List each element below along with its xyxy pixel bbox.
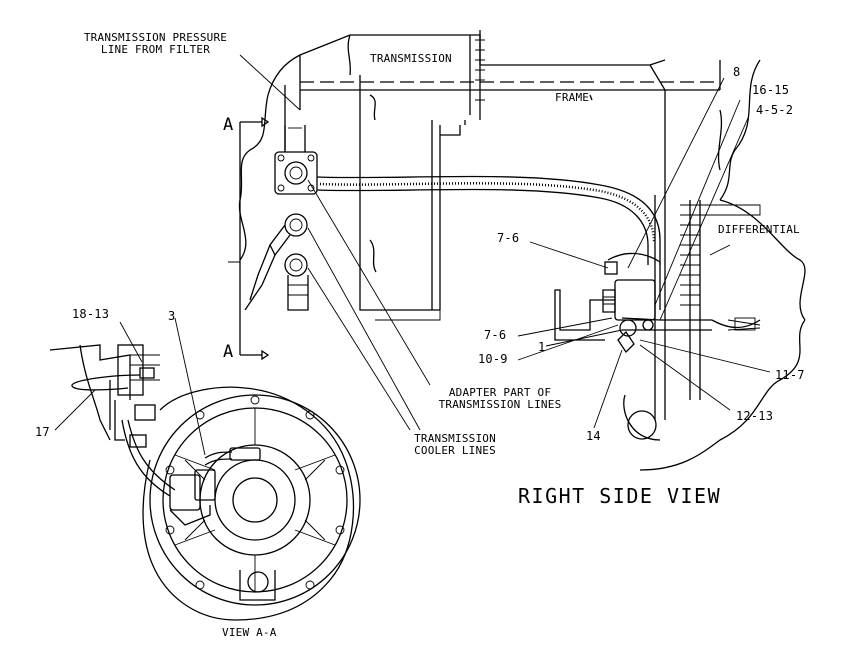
callout-17: 17 <box>35 425 50 439</box>
label-transmission: TRANSMISSION <box>370 52 452 65</box>
differential-housing <box>554 59 806 471</box>
callout-7-6-top: 7-6 <box>497 231 520 245</box>
label-section-a-bottom: A <box>223 342 234 362</box>
callout-18-13: 18-13 <box>72 307 110 321</box>
callout-4-5-2: 4-5-2 <box>756 103 794 117</box>
label-transmission-pressure-line-2: LINE FROM FILTER <box>100 43 211 56</box>
section-indicator <box>239 116 270 361</box>
label-cooler-2: COOLER LINES <box>414 444 496 457</box>
valve-assembly <box>602 252 712 354</box>
label-view-aa: VIEW A-A <box>222 626 277 639</box>
label-frame: FRAME <box>555 91 590 104</box>
label-section-a-top: A <box>223 115 234 135</box>
callout-7-6-mid: 7-6 <box>484 328 507 342</box>
callout-3: 3 <box>168 309 176 323</box>
callout-12-13: 12-13 <box>736 409 774 423</box>
callout-11-7: 11-7 <box>775 368 805 382</box>
callout-10-9: 10-9 <box>478 352 508 366</box>
callout-8: 8 <box>733 65 741 79</box>
frame-rails <box>300 30 723 200</box>
main-hose <box>316 175 661 265</box>
leader-lines <box>54 54 771 456</box>
label-right-side-view: RIGHT SIDE VIEW <box>518 484 722 508</box>
view-aa-drawing <box>49 344 361 621</box>
label-adapter-2: TRANSMISSION LINES <box>438 398 562 411</box>
cooler-fittings <box>244 213 309 311</box>
callout-16-15: 16-15 <box>752 83 790 97</box>
label-differential: DIFFERENTIAL <box>718 223 800 236</box>
callout-14: 14 <box>586 429 601 443</box>
transmission-flange <box>274 125 318 195</box>
label-adapter-1: ADAPTER PART OF <box>448 386 552 399</box>
callout-1: 1 <box>538 340 546 354</box>
label-cooler-1: TRANSMISSION <box>414 432 496 445</box>
label-transmission-pressure-line-1: TRANSMISSION PRESSURE <box>83 31 228 44</box>
